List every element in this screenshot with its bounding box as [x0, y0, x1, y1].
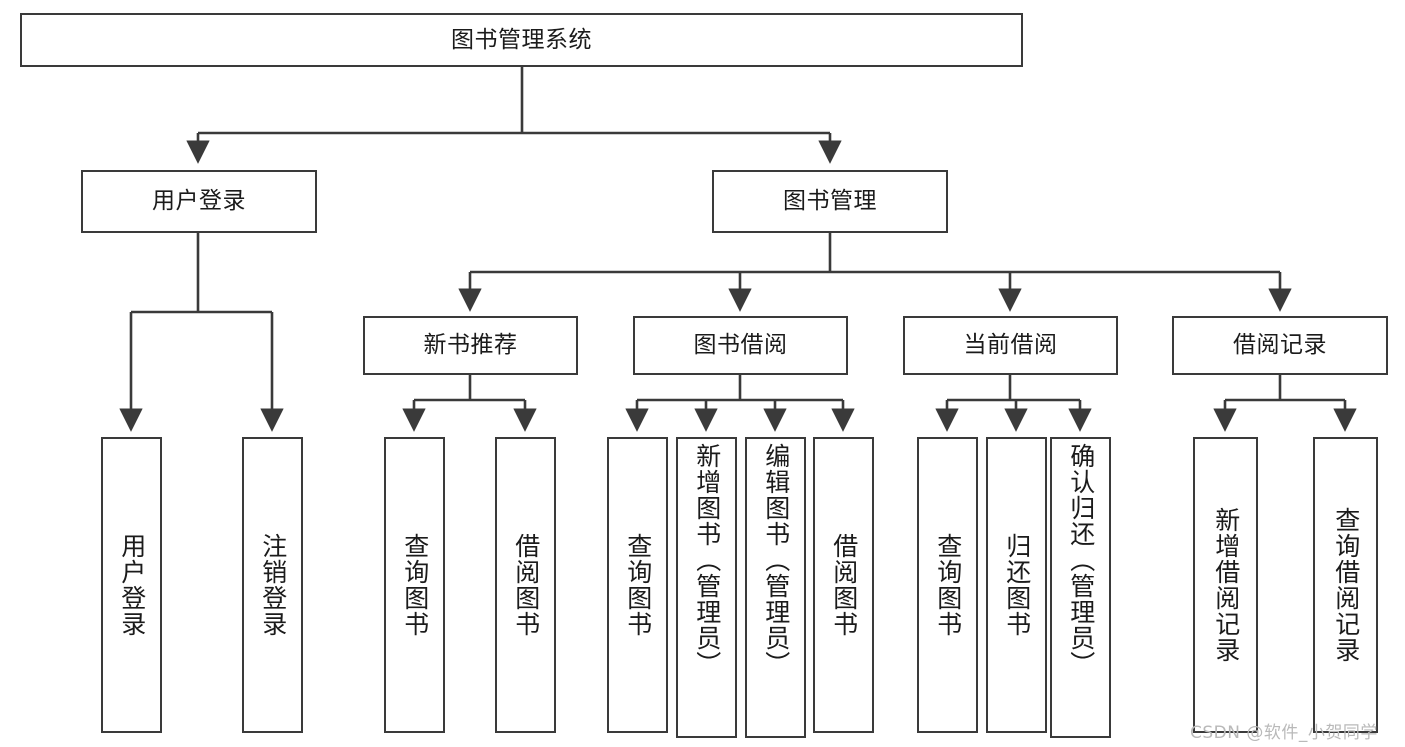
node-label: 新增图书（管理员） [692, 443, 722, 677]
node-label: 图书借阅 [693, 332, 788, 359]
node-label: 图书管理 [783, 188, 877, 215]
node-label: 借阅图书 [829, 533, 859, 637]
node-label: 新增借阅记录 [1211, 507, 1241, 663]
node-label: 注销登录 [258, 533, 288, 637]
node-label: 借阅图书 [511, 533, 541, 637]
node-leaf-borrow-book-recommend[interactable]: 借阅图书 [495, 437, 556, 733]
node-label: 确认归还（管理员） [1066, 443, 1096, 677]
node-user-login[interactable]: 用户登录 [81, 170, 317, 233]
node-label: 查询图书 [623, 533, 653, 637]
node-leaf-edit-book-admin[interactable]: 编辑图书（管理员） [745, 437, 806, 738]
node-leaf-confirm-return-admin[interactable]: 确认归还（管理员） [1050, 437, 1111, 738]
node-label: 图书管理系统 [451, 26, 592, 53]
node-label: 当前借阅 [963, 332, 1058, 359]
node-current-borrow[interactable]: 当前借阅 [903, 316, 1118, 375]
node-leaf-add-book-admin[interactable]: 新增图书（管理员） [676, 437, 737, 738]
node-label: 归还图书 [1002, 533, 1032, 637]
node-label: 查询图书 [400, 533, 430, 637]
node-leaf-add-borrow-record[interactable]: 新增借阅记录 [1193, 437, 1258, 733]
csdn-watermark: CSDN @软件_小贺同学 [1190, 723, 1378, 743]
node-label: 新书推荐 [423, 332, 518, 359]
node-leaf-query-book-borrow[interactable]: 查询图书 [607, 437, 668, 733]
node-book-management[interactable]: 图书管理 [712, 170, 948, 233]
node-label: 查询借阅记录 [1331, 507, 1361, 663]
node-label: 借阅记录 [1233, 332, 1327, 359]
node-leaf-query-book-current[interactable]: 查询图书 [917, 437, 978, 733]
node-label: 查询图书 [933, 533, 963, 637]
node-new-book-recommend[interactable]: 新书推荐 [363, 316, 578, 375]
node-book-borrow[interactable]: 图书借阅 [633, 316, 848, 375]
node-label: 编辑图书（管理员） [761, 443, 791, 677]
node-leaf-query-book-recommend[interactable]: 查询图书 [384, 437, 445, 733]
node-leaf-query-borrow-record[interactable]: 查询借阅记录 [1313, 437, 1378, 733]
node-root-book-management-system[interactable]: 图书管理系统 [20, 13, 1023, 67]
node-leaf-borrow-book[interactable]: 借阅图书 [813, 437, 874, 733]
node-leaf-return-book[interactable]: 归还图书 [986, 437, 1047, 733]
node-leaf-user-login[interactable]: 用户登录 [101, 437, 162, 733]
node-label: 用户登录 [117, 533, 147, 637]
node-leaf-logout-login[interactable]: 注销登录 [242, 437, 303, 733]
node-borrow-record[interactable]: 借阅记录 [1172, 316, 1388, 375]
node-label: 用户登录 [152, 188, 246, 215]
